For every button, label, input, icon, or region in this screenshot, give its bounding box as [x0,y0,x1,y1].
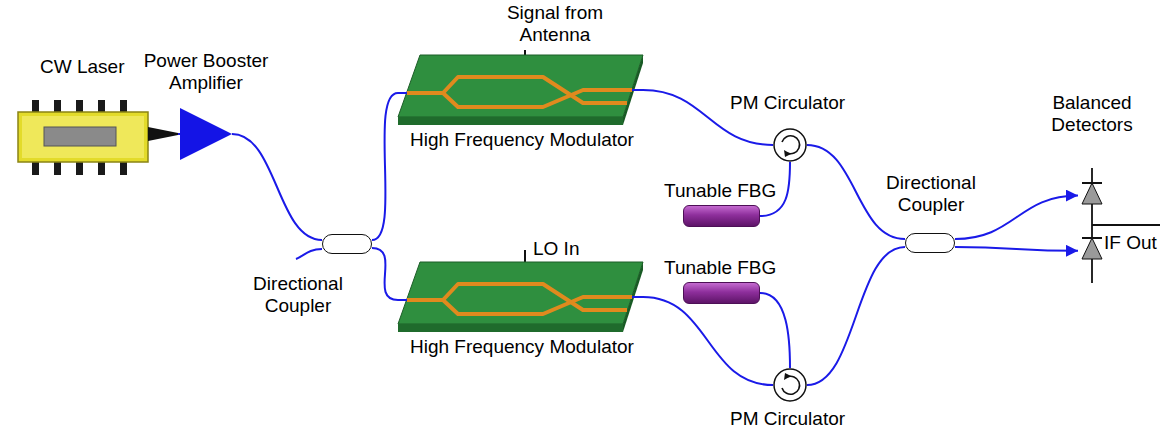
component-label: Tunable FBG [664,257,776,279]
optical-fiber [643,297,773,385]
optical-fiber [760,293,790,368]
component-label: PM Circulator [730,408,845,430]
optical-fiber [232,134,322,240]
balanced-photodetector: Balanced Detectors [1078,168,1106,283]
fiber-coupler: Directional Coupler [322,234,372,254]
component-label: CW Laser [40,56,124,78]
component-label: Balanced Detectors [1042,92,1142,136]
component-label: High Frequency Modulator [410,336,634,358]
component-label: Directional Coupler [871,172,991,216]
optical-fiber [372,248,398,300]
optical-fiber [372,93,398,240]
signal-name: Signal from Antenna [490,2,620,46]
component-label: Power Booster Amplifier [136,50,276,94]
signal-name: LO In [533,238,579,260]
optical-fiber [178,133,180,135]
fiber-bragg-grating: Tunable FBG [683,282,760,304]
optical-amplifier: Power Booster Amplifier [180,108,232,160]
electro-optic-modulator: High Frequency Modulator [398,262,643,332]
component-label: Directional Coupler [238,273,358,317]
laser-diode: CW Laser [18,100,178,175]
optical-fiber [807,247,905,385]
optical-fiber [955,247,1078,251]
component-label: PM Circulator [730,92,845,114]
optical-circulator: PM Circulator [773,128,807,162]
unused-fiber-stub [296,249,322,259]
component-label: High Frequency Modulator [410,129,634,151]
if-output-wire [1092,224,1160,226]
optical-fiber [955,196,1078,239]
component-label: Tunable FBG [664,180,776,202]
signal-name: IF Out [1104,232,1157,254]
optical-circulator: PM Circulator [773,368,807,402]
fiber-coupler: Directional Coupler [905,233,955,253]
electro-optic-modulator: High Frequency Modulator [398,55,643,125]
fiber-bragg-grating: Tunable FBG [683,205,760,227]
